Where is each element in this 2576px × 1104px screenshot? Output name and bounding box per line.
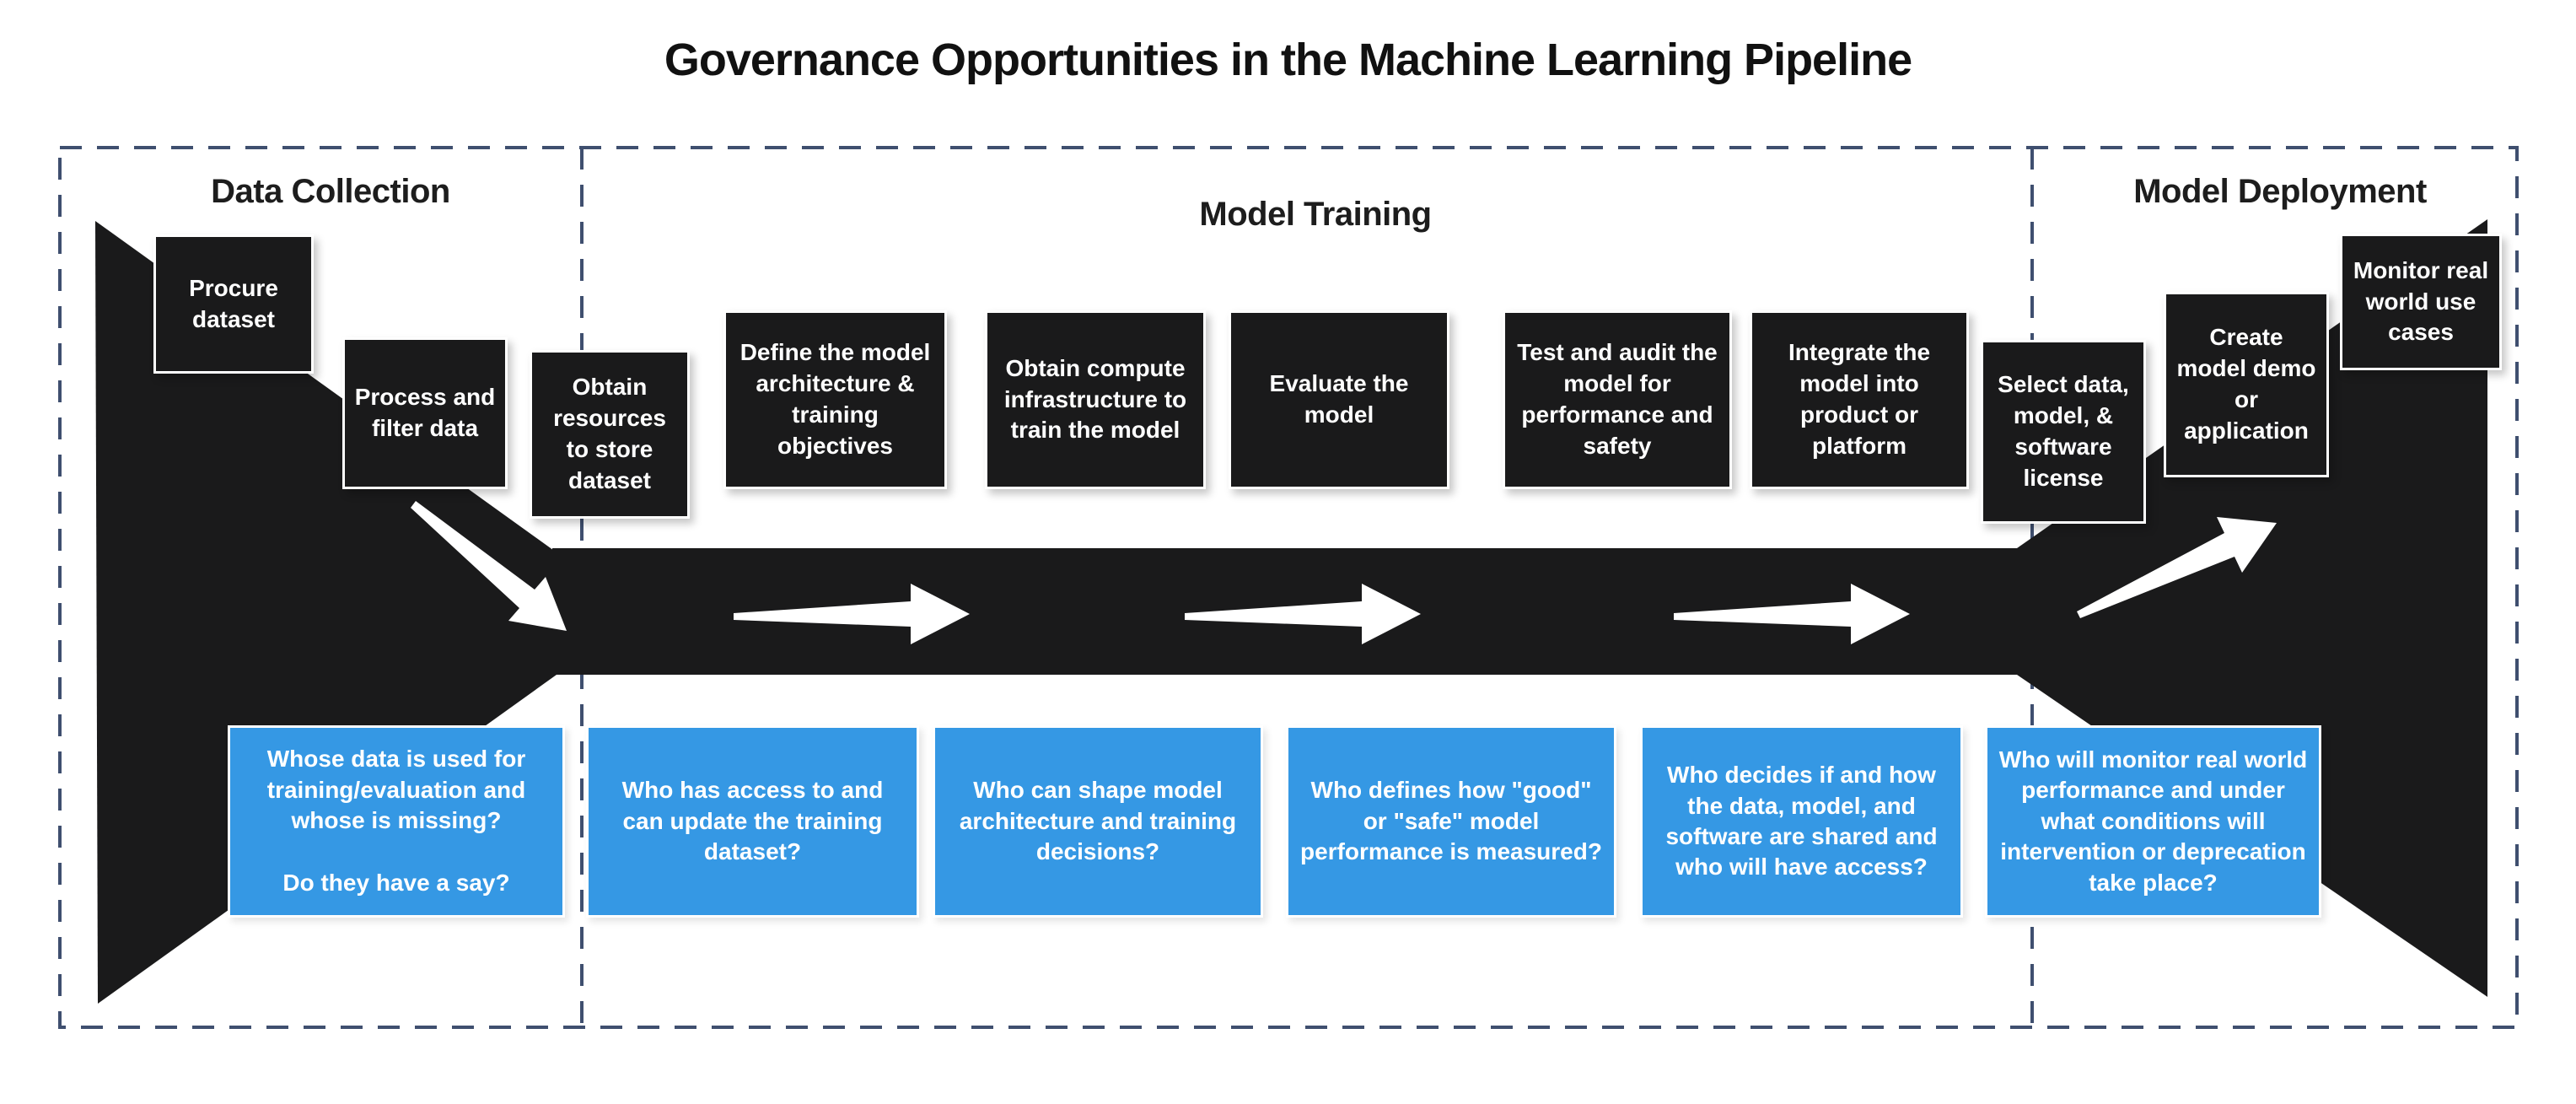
step-box-select-license: Select data, model, & software license [1981,340,2146,524]
flow-arrow-right-3-icon [1674,584,1910,644]
question-text: Whose data is used for training/evaluati… [266,746,526,833]
step-box-procure-dataset: Procure dataset [153,234,314,374]
question-box-sharing-access: Who decides if and how the data, model, … [1640,725,1963,918]
question-box-monitor-deprecation: Who will monitor real world performance … [1985,725,2321,918]
flow-arrow-right-2-icon [1185,584,1421,644]
question-text: Who can shape model architecture and tra… [959,777,1237,865]
step-box-obtain-compute: Obtain compute infrastructure to train t… [985,310,1206,489]
dashed-outer-border [58,146,2519,1029]
question-box-whose-data: Whose data is used for training/evaluati… [228,725,565,918]
step-box-define-architecture: Define the model architecture & training… [723,310,947,489]
question-text: Who decides if and how the data, model, … [1665,762,1938,881]
step-box-create-demo: Create model demo or application [2164,292,2329,477]
section-title-model-training: Model Training [1199,196,1432,233]
funnel-right-shape [2017,219,2487,997]
step-box-integrate-product: Integrate the model into product or plat… [1750,310,1969,489]
question-text: Who has access to and can update the tra… [621,777,884,865]
funnel-left-shape [95,221,557,1004]
step-box-obtain-storage-resources: Obtain resources to store dataset [530,350,690,519]
question-text: Who will monitor real world performance … [1998,746,2308,896]
page-title: Governance Opportunities in the Machine … [664,35,1912,85]
step-box-evaluate-model: Evaluate the model [1229,310,1449,489]
question-box-defines-good-safe: Who defines how "good" or "safe" model p… [1286,725,1616,918]
flow-arrow-up-right-icon [2077,517,2277,618]
flow-arrow-down-right-icon [411,501,567,631]
section-title-data-collection: Data Collection [211,173,450,210]
section-title-model-deployment: Model Deployment [2133,173,2427,210]
question-text: Who defines how "good" or "safe" model p… [1300,777,1602,865]
flow-arrow-right-1-icon [734,584,970,644]
question-box-shape-architecture: Who can shape model architecture and tra… [933,725,1263,918]
question-text-secondary: Do they have a say? [282,870,510,897]
step-box-monitor-use-cases: Monitor real world use cases [2340,234,2502,370]
step-box-process-filter-data: Process and filter data [342,337,508,489]
step-box-test-audit: Test and audit the model for performance… [1503,310,1732,489]
question-box-dataset-access: Who has access to and can update the tra… [586,725,919,918]
